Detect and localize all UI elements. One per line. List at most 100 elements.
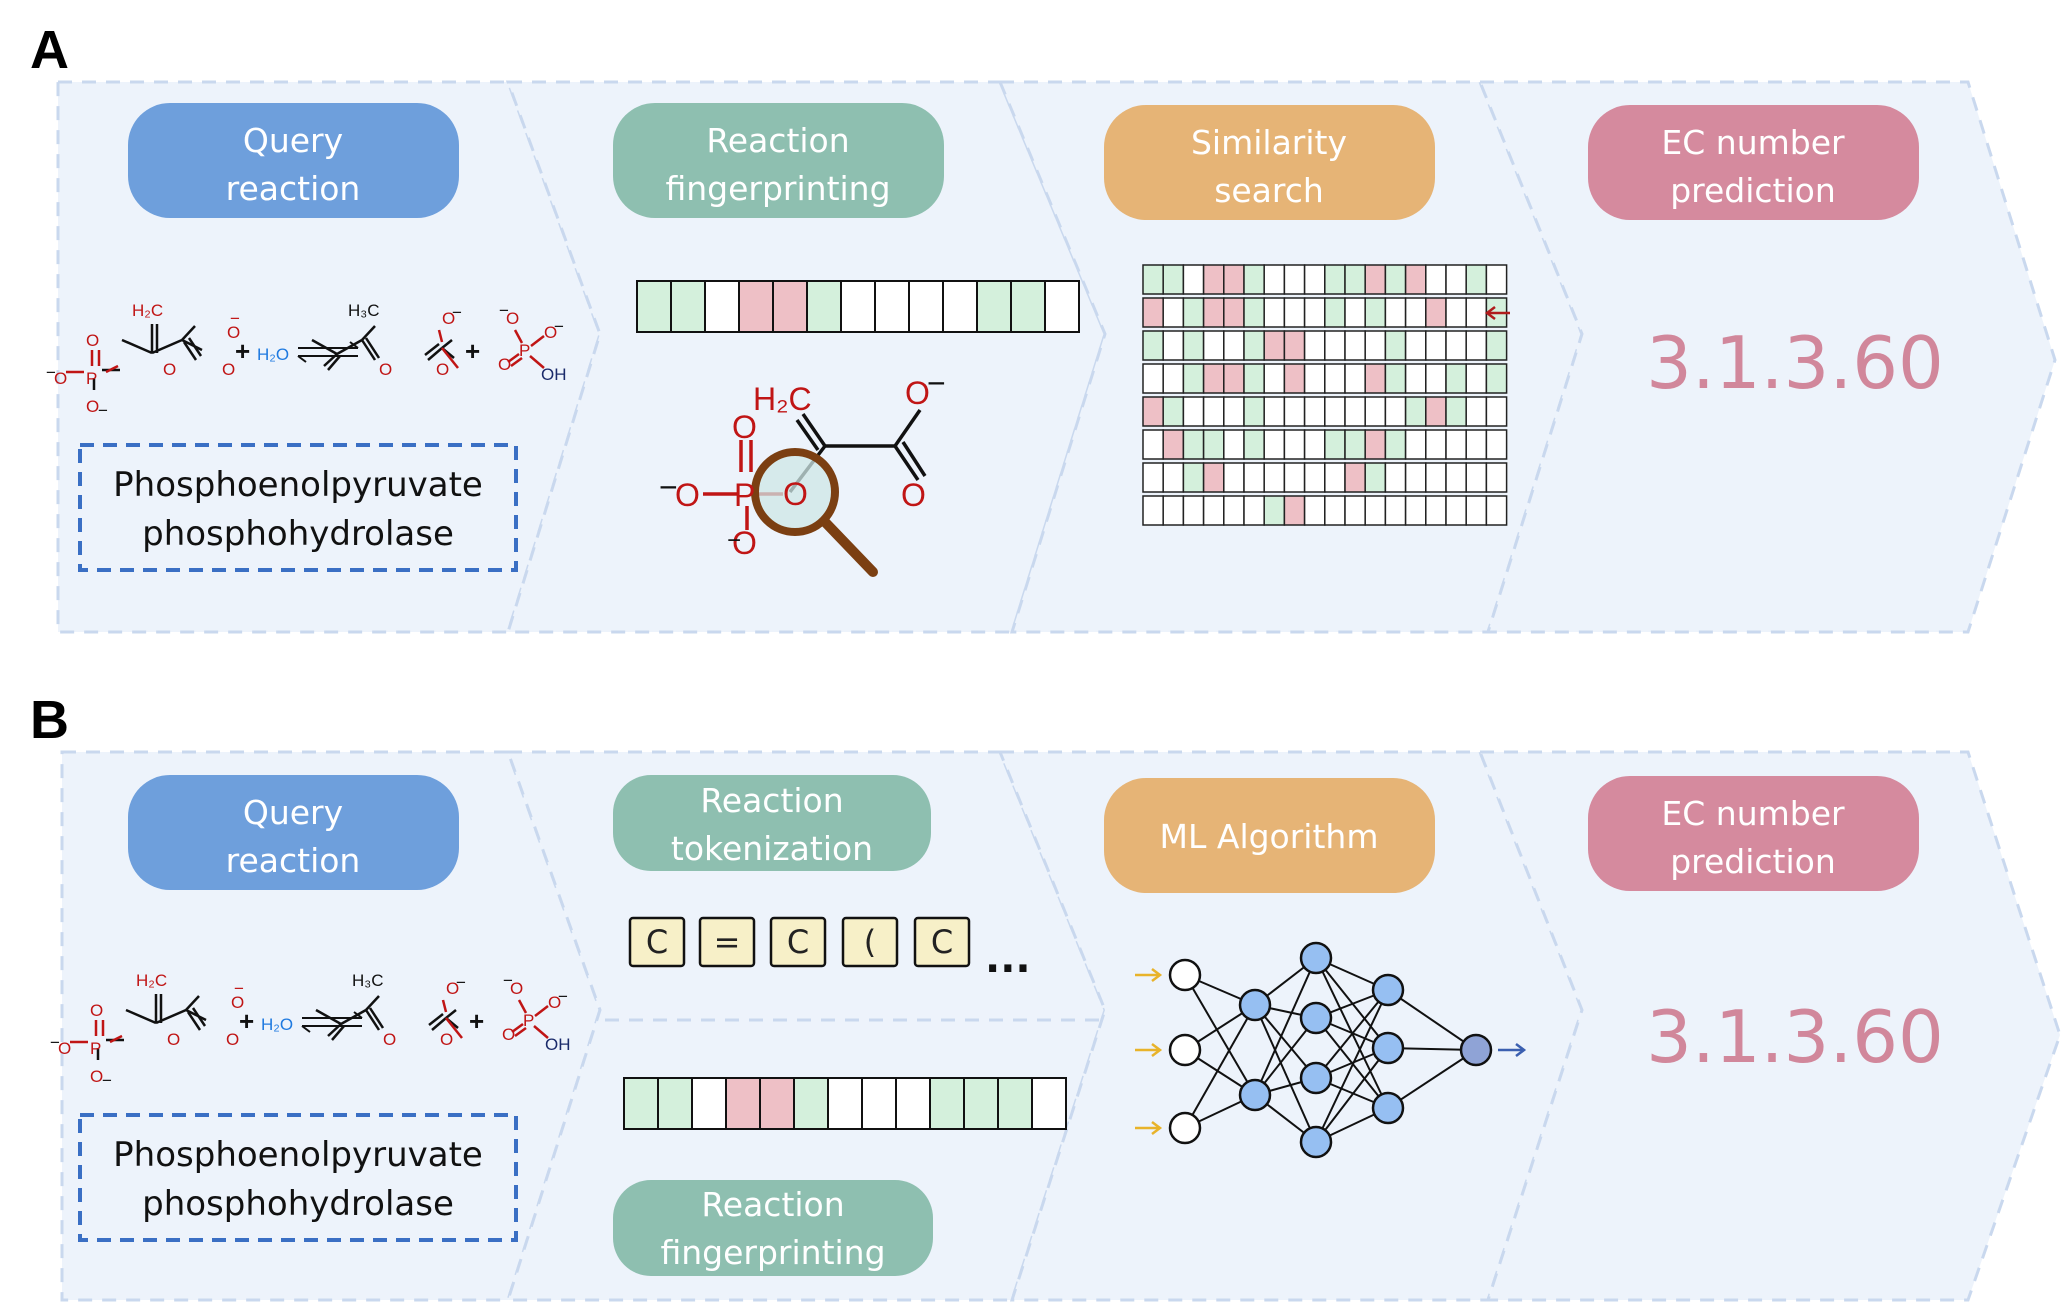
grid-cell bbox=[1404, 429, 1427, 460]
fingerprint-bit bbox=[738, 280, 774, 333]
grid-cell bbox=[1263, 396, 1286, 427]
grid-cell bbox=[1202, 462, 1225, 493]
svg-text:+: + bbox=[465, 336, 480, 366]
svg-text:−: − bbox=[102, 1071, 112, 1090]
svg-text:Reaction: Reaction bbox=[706, 121, 849, 160]
svg-text:H₃C: H₃C bbox=[348, 301, 379, 320]
grid-cell bbox=[1243, 264, 1265, 295]
svg-text:Reaction: Reaction bbox=[701, 1185, 844, 1224]
ec-number-a: 3.1.3.60 bbox=[1646, 321, 1944, 405]
grid-cell bbox=[1142, 363, 1164, 394]
grid-cell bbox=[1263, 495, 1286, 526]
enzyme-name-box-b: Phosphoenolpyruvate phosphohydrolase bbox=[78, 1113, 518, 1242]
svg-text:O: O bbox=[436, 360, 449, 379]
svg-text:H₂C: H₂C bbox=[753, 381, 812, 417]
svg-text:−: − bbox=[499, 301, 509, 320]
grid-cell bbox=[1364, 495, 1387, 526]
svg-text:O: O bbox=[163, 360, 176, 379]
grid-cell bbox=[1243, 495, 1265, 526]
token-box bbox=[769, 916, 827, 968]
grid-cell bbox=[1162, 429, 1185, 460]
svg-text:−: − bbox=[46, 363, 56, 382]
fingerprinting-pill-a: Reaction fingerprinting bbox=[613, 103, 944, 218]
fingerprint-bit bbox=[929, 1077, 965, 1130]
grid-cell bbox=[1445, 363, 1467, 394]
grid-cell bbox=[1162, 396, 1185, 427]
grid-cell bbox=[1283, 330, 1306, 361]
grid-cell bbox=[1162, 462, 1185, 493]
grid-cell bbox=[1202, 297, 1225, 328]
svg-text:O: O bbox=[440, 1030, 453, 1049]
query-reaction-pill-a: Query reaction bbox=[128, 103, 459, 218]
svg-text:O: O bbox=[379, 360, 392, 379]
grid-cell bbox=[1324, 495, 1346, 526]
grid-cell bbox=[1465, 429, 1488, 460]
svg-text:OH: OH bbox=[541, 365, 567, 384]
fingerprint-bar-b bbox=[623, 1077, 1067, 1130]
fingerprint-bit bbox=[691, 1077, 727, 1130]
fingerprint-bit bbox=[657, 1077, 693, 1130]
neuron bbox=[1299, 941, 1333, 975]
token-label: C bbox=[646, 923, 668, 961]
grid-cell bbox=[1162, 297, 1185, 328]
grid-cell bbox=[1263, 330, 1286, 361]
svg-text:−: − bbox=[927, 365, 946, 401]
token-sequence: C=C(C bbox=[628, 916, 971, 968]
svg-text:P: P bbox=[523, 1011, 534, 1030]
neural-network bbox=[1135, 941, 1527, 1159]
reaction-scheme-b: H₂C − O O O P O O O − − + H₂O H₃C O − O … bbox=[50, 971, 571, 1090]
output-arrow-head bbox=[1515, 1043, 1527, 1057]
network-edge bbox=[1387, 989, 1477, 1051]
grid-cell bbox=[1344, 462, 1366, 493]
grid-cell bbox=[1384, 330, 1407, 361]
svg-text:H₃C: H₃C bbox=[352, 971, 383, 990]
grid-cell bbox=[1344, 429, 1366, 460]
svg-text:−: − bbox=[234, 979, 244, 998]
grid-cell bbox=[1303, 462, 1326, 493]
grid-cell bbox=[1404, 396, 1427, 427]
grid-cell bbox=[1202, 264, 1225, 295]
grid-cell bbox=[1182, 495, 1205, 526]
svg-text:reaction: reaction bbox=[226, 169, 361, 208]
fingerprint-bit bbox=[725, 1077, 761, 1130]
grid-cell bbox=[1142, 429, 1164, 460]
fingerprint-bit bbox=[1031, 1077, 1067, 1130]
fingerprint-bit bbox=[840, 280, 876, 333]
svg-text:−: − bbox=[503, 971, 513, 990]
grid-cell bbox=[1465, 396, 1488, 427]
grid-cell bbox=[1283, 297, 1306, 328]
svg-text:O: O bbox=[86, 331, 99, 350]
grid-cell bbox=[1425, 264, 1447, 295]
svg-text:−: − bbox=[452, 303, 462, 322]
grid-cell bbox=[1243, 462, 1265, 493]
fingerprint-bit bbox=[772, 280, 808, 333]
grid-cell bbox=[1243, 363, 1265, 394]
grid-cell bbox=[1485, 396, 1508, 427]
grid-cell bbox=[1142, 264, 1164, 295]
svg-text:O: O bbox=[901, 477, 926, 513]
svg-text:O: O bbox=[548, 993, 561, 1012]
grid-cell bbox=[1243, 297, 1265, 328]
grid-cell bbox=[1465, 363, 1488, 394]
svg-text:OH: OH bbox=[545, 1035, 571, 1054]
svg-text:Query: Query bbox=[243, 121, 343, 160]
enzyme-name-box-a: Phosphoenolpyruvate phosphohydrolase bbox=[78, 443, 518, 572]
neuron bbox=[1459, 1033, 1493, 1067]
grid-cell bbox=[1384, 363, 1407, 394]
grid-cell bbox=[1162, 264, 1185, 295]
neuron bbox=[1371, 973, 1405, 1007]
grid-cell bbox=[1303, 363, 1326, 394]
grid-cell bbox=[1465, 495, 1488, 526]
svg-text:O: O bbox=[442, 309, 455, 328]
grid-cell bbox=[1283, 429, 1306, 460]
network-edge bbox=[1315, 1047, 1389, 1143]
grid-cell bbox=[1263, 264, 1286, 295]
fingerprint-bit bbox=[895, 1077, 931, 1130]
grid-cell bbox=[1182, 462, 1205, 493]
svg-text:−: − bbox=[50, 1033, 60, 1052]
svg-text:O: O bbox=[544, 323, 557, 342]
token-label: ( bbox=[864, 923, 876, 961]
svg-text:H₂C: H₂C bbox=[136, 971, 167, 990]
grid-cell bbox=[1263, 429, 1286, 460]
fingerprint-bit bbox=[1044, 280, 1080, 333]
